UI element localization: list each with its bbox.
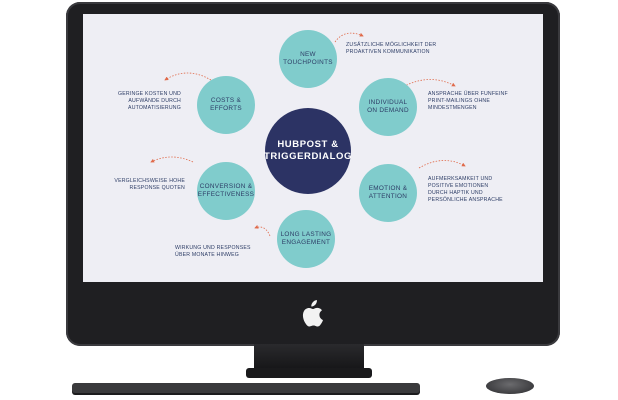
arrows-layer [150, 32, 466, 237]
mouse [486, 378, 534, 394]
note-long-lasting-engagement: WIRKUNG UND RESPONSES ÜBER MONATE HINWEG [175, 245, 251, 258]
note-emotion-attention: AUFMERKSAMKEIT UND POSITIVE EMOTIONEN DU… [428, 176, 503, 203]
arrow-new-touchpoints [334, 32, 364, 43]
monitor-stand [254, 344, 364, 372]
monitor-stand-base [246, 368, 372, 378]
slide-screen: HUBPOST & TRIGGERDIALOG NEW TOUCHPOINTS … [83, 14, 543, 282]
keyboard [72, 383, 420, 393]
center-node-hubpost: HUBPOST & TRIGGERDIALOG [264, 108, 351, 194]
arrow-costs [164, 72, 212, 81]
note-new-touchpoints: ZUSÄTZLICHE MÖGLICHKEIT DER PROAKTIVEN K… [346, 42, 437, 55]
apple-logo-icon [299, 300, 323, 328]
note-individual-on-demand: ANSPRACHE ÜBER FUNFEINF PRINT-MAILINGS O… [428, 91, 508, 111]
note-conversion-effectiveness: VERGLEICHSWEISE HOHE RESPONSE QUOTEN [114, 178, 185, 191]
node-individual-on-demand: INDIVIDUAL ON DEMAND [359, 78, 417, 136]
node-long-lasting-engagement: LONG LASTING ENGAGEMENT [277, 210, 335, 268]
arrow-emotion [418, 160, 466, 169]
node-costs-efforts: COSTS & EFFORTS [197, 76, 255, 134]
arrow-long-lasting [254, 224, 271, 237]
node-emotion-attention: EMOTION & ATTENTION [359, 164, 417, 222]
node-new-touchpoints: NEW TOUCHPOINTS [279, 30, 337, 88]
note-costs-efforts: GERINGE KOSTEN UND AUFWÄNDE DURCH AUTOMA… [118, 91, 181, 111]
arrow-conversion [150, 156, 194, 163]
node-conversion-effectiveness: CONVERSION & EFFECTIVENESS [197, 162, 255, 220]
arrow-individual [400, 79, 456, 89]
